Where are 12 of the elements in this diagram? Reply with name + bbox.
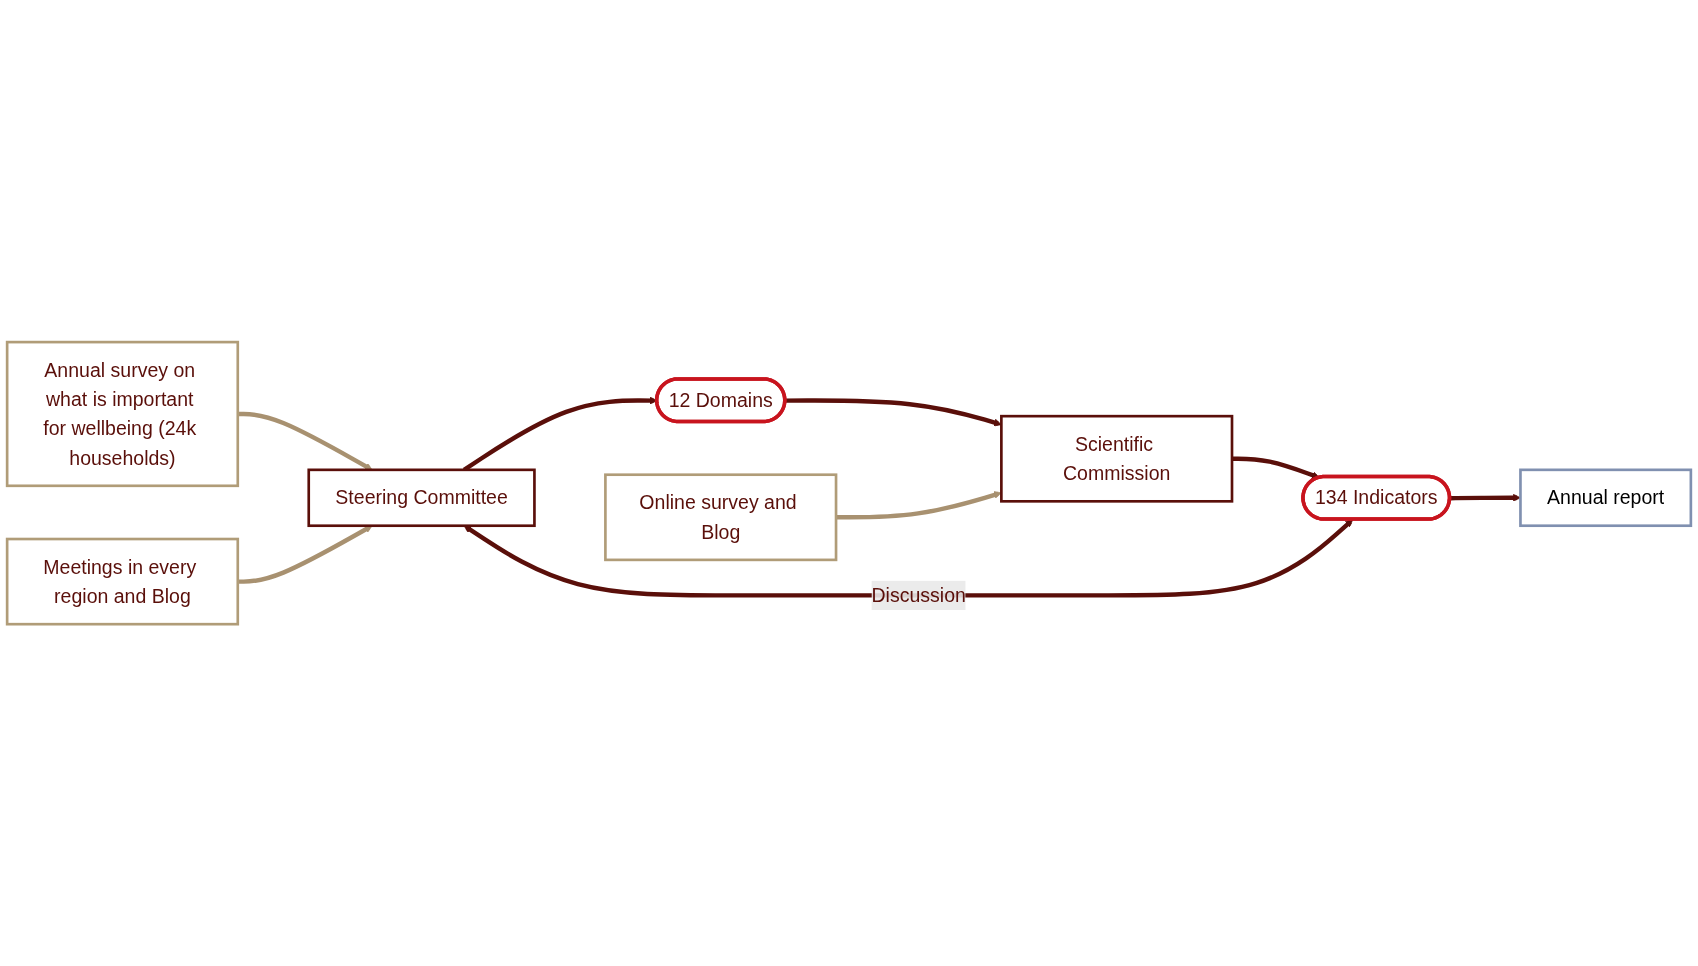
node-box: Online survey and Blog [604,473,838,562]
arrow [463,519,1354,598]
arrow [1232,456,1320,479]
node-box: Scientific Commission [1000,414,1234,503]
arrow [237,525,373,584]
node-box: Steering Committee [307,468,536,527]
arrow [785,398,1002,427]
arrow [836,490,1002,520]
node-box: Annual survey on what is important for wellbeing (24k households) [5,340,240,487]
node-box: Annual report [1519,468,1693,527]
edge-label: Discussion [871,584,966,607]
node-box: Meetings in every region and Blog [5,537,240,626]
